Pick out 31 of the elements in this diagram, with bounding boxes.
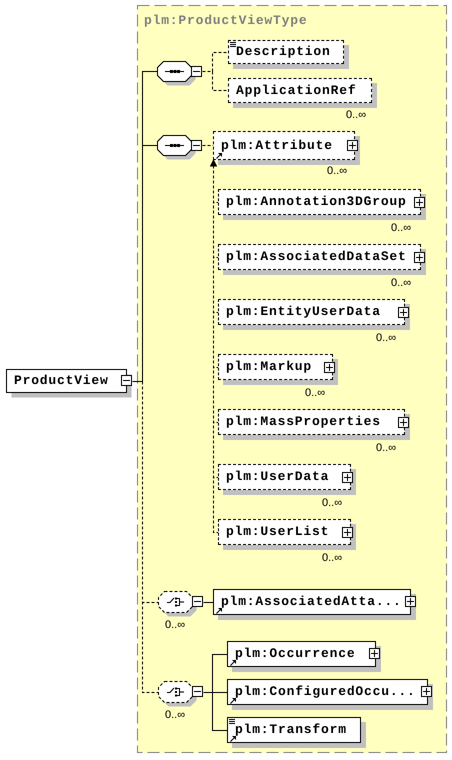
element-name: ApplicationRef <box>236 84 356 98</box>
element-box <box>6 369 132 398</box>
element-name: plm:ConfiguredOccu... <box>235 685 416 699</box>
multiplicity-label: 0..∞ <box>165 620 186 631</box>
multiplicity-label: 0..∞ <box>376 443 396 454</box>
element-name: plm:Annotation3DGroup <box>226 195 407 209</box>
connector-line <box>202 71 229 91</box>
element-name: plm:Occurrence <box>235 647 356 661</box>
element-name: plm:AssociatedAtta... <box>221 595 402 609</box>
connector-line <box>203 602 214 603</box>
type-name: plm:ProductViewType <box>144 13 308 29</box>
element-name: plm:Attribute <box>221 138 333 152</box>
element-name: plm:EntityUserData <box>226 305 381 319</box>
multiplicity-label: 0..∞ <box>346 110 366 121</box>
multiplicity-label: 0..∞ <box>305 388 326 399</box>
element-name: Description <box>236 45 331 59</box>
multiplicity-label: 0..∞ <box>376 333 396 344</box>
multiplicity-label: 0..∞ <box>165 710 186 721</box>
multiplicity-label: 0..∞ <box>322 553 342 564</box>
element-name: plm:UserList <box>226 525 330 539</box>
multiplicity-label: 0..∞ <box>391 223 412 234</box>
multiplicity-label: 0..∞ <box>327 166 348 177</box>
element-name: plm:UserData <box>226 470 330 484</box>
element-name: plm:Markup <box>226 360 312 374</box>
connector-line <box>203 692 228 731</box>
element-name: ProductView <box>14 374 109 388</box>
element-name: plm:Transform <box>235 723 347 737</box>
multiplicity-label: 0..∞ <box>391 278 412 289</box>
multiplicity-label: 0..∞ <box>322 498 342 509</box>
element-name: plm:MassProperties <box>226 415 381 429</box>
element-name: plm:AssociatedDataSet <box>226 250 407 264</box>
